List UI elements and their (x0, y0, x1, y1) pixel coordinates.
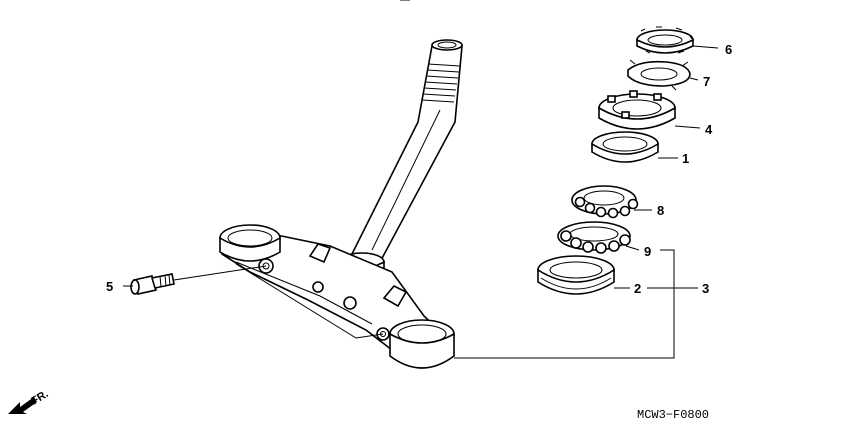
front-arrow-icon (8, 397, 37, 414)
steering-stem (339, 39, 463, 279)
adjusting-nut-4 (598, 90, 676, 130)
lock-nut-6 (636, 26, 694, 54)
callout-1: 1 (682, 151, 689, 166)
lock-washer-7 (627, 59, 691, 91)
callout-6: 6 (725, 42, 732, 57)
front-direction-indicator: FR. (8, 388, 51, 414)
outer-race-1 (591, 131, 659, 163)
leader-lines (123, 45, 719, 359)
callout-5: 5 (106, 279, 113, 294)
ball-bearing-9 (557, 221, 631, 254)
callout-9: 9 (644, 244, 651, 259)
bottom-bridge (219, 224, 455, 369)
callout-4: 4 (705, 122, 713, 137)
ball-bearing-8 (571, 185, 639, 219)
callout-2: 2 (634, 281, 641, 296)
callout-3: 3 (702, 281, 709, 296)
pinch-bolt (130, 273, 175, 295)
dust-seal-2 (537, 255, 615, 295)
callout-7: 7 (703, 74, 710, 89)
diagram-code: MCW3−F0800 (637, 408, 709, 422)
callout-8: 8 (657, 203, 664, 218)
